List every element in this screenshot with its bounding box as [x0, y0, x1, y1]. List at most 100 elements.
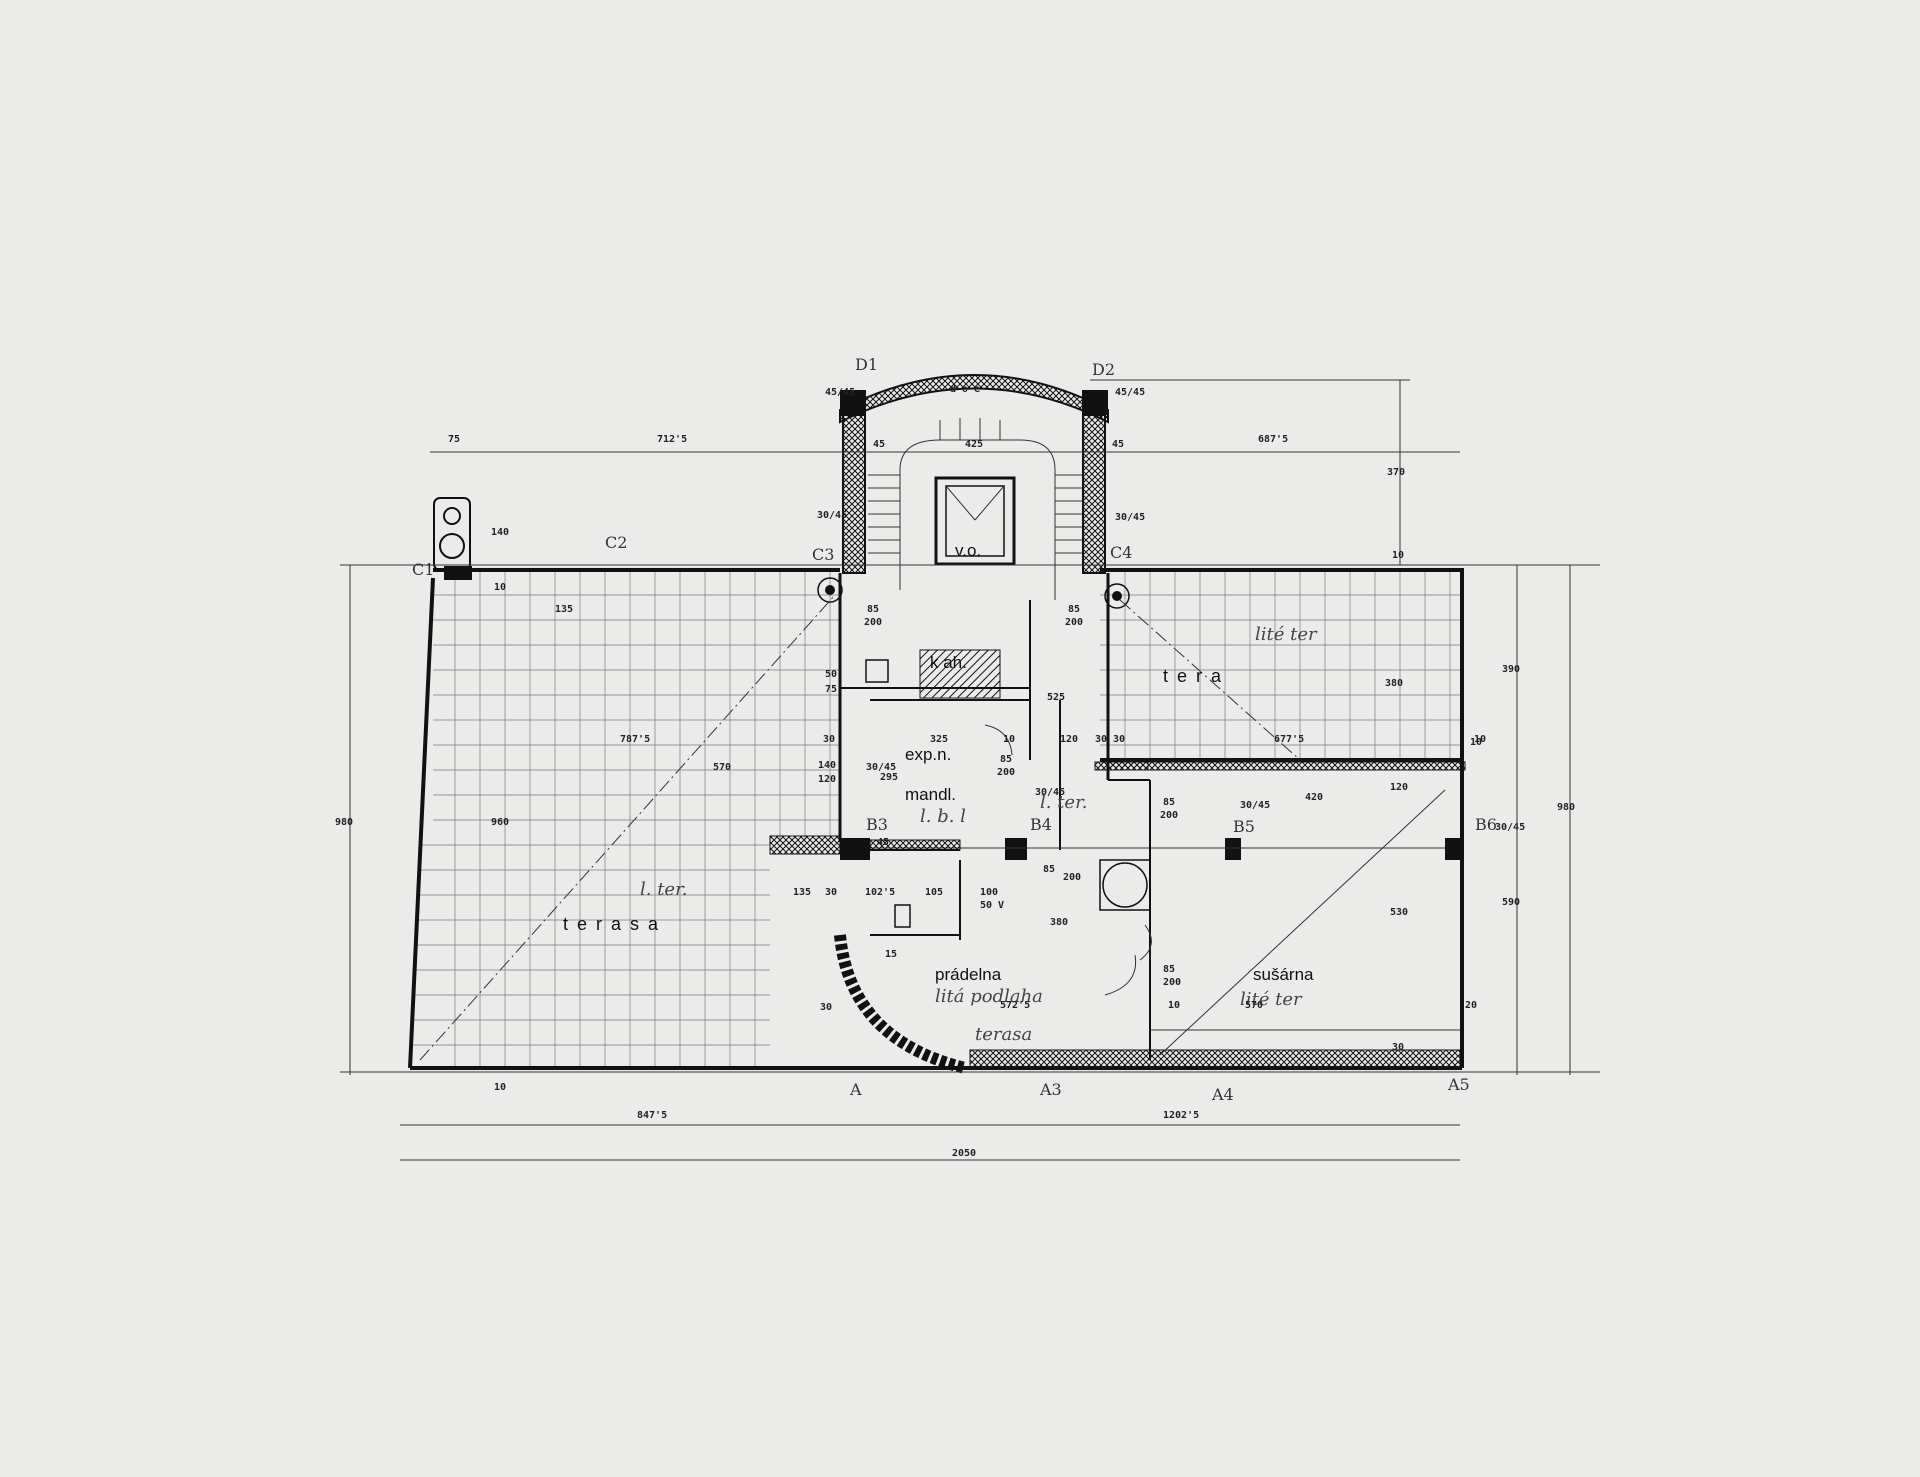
- note-lite-ter-right: lité ter: [1240, 989, 1303, 1010]
- dim-295: 295: [880, 772, 898, 783]
- axis-b5: B5: [1233, 817, 1255, 836]
- room-susarna: sušárna: [1253, 965, 1314, 984]
- dim-bot-2050: 2050: [952, 1148, 976, 1159]
- dim-380b: 380: [1050, 917, 1068, 928]
- dim-top-425: 425: [965, 439, 983, 450]
- dim-50: 50: [825, 669, 837, 680]
- dim-10: 10: [1003, 734, 1015, 745]
- axis-c4: C4: [1110, 543, 1132, 562]
- dim-120b: 120: [1390, 782, 1408, 793]
- dim-30c: 30: [825, 887, 837, 898]
- section-b6: 30/45: [1495, 822, 1525, 833]
- dimension-lines: [340, 379, 1600, 1161]
- dim-200d: 200: [1160, 810, 1178, 821]
- dim-30f: 30: [1095, 734, 1107, 745]
- dim-200a: 200: [864, 617, 882, 628]
- handwritten-notes: l. ter. l. ter. lité ter lité ter litá p…: [640, 624, 1318, 1045]
- dim-1025: 102'5: [865, 887, 895, 898]
- section-b5: 30/45: [1240, 800, 1270, 811]
- note-lita-pradelna: litá podlaha: [935, 986, 1043, 1007]
- section-c4: 30/45: [1115, 512, 1145, 523]
- section-b4: 30/45: [1035, 787, 1065, 798]
- axis-a: A: [849, 1080, 862, 1099]
- section-d2: 45/45: [1115, 387, 1145, 398]
- dim-380: 380: [1385, 678, 1403, 689]
- dim-right-370: 370: [1387, 467, 1405, 478]
- room-expn: exp.n.: [905, 745, 951, 764]
- dim-200f: 200: [1163, 977, 1181, 988]
- dim-left-980: 980: [335, 817, 353, 828]
- central-core: [769, 573, 1461, 1074]
- room-kah: k ah.: [930, 653, 967, 672]
- dim-left-135: 135: [555, 604, 573, 615]
- dim-570: 570: [713, 762, 731, 773]
- dim-top-75: 75: [448, 434, 460, 445]
- axis-d2: D2: [1092, 360, 1115, 379]
- dim-30d: 30: [820, 1002, 832, 1013]
- dim-right-980: 980: [1557, 802, 1575, 813]
- diagonal-lines: [419, 594, 1446, 1061]
- room-doe: d o e: [950, 384, 980, 395]
- room-vo: v.o.: [955, 541, 981, 560]
- axis-b4: B4: [1030, 815, 1052, 834]
- dim-570b: 570: [1245, 1000, 1263, 1011]
- terrace-grid-left: [410, 570, 840, 1068]
- room-terasa-left: terasa: [563, 914, 667, 934]
- dim-135: 135: [793, 887, 811, 898]
- dim-30a: 30: [823, 734, 835, 745]
- dim-420: 420: [1305, 792, 1323, 803]
- dim-200e: 200: [1063, 872, 1081, 883]
- dim-120c: 120: [818, 774, 836, 785]
- dim-10d: 10: [1392, 550, 1404, 561]
- dim-45: 45: [877, 837, 889, 848]
- room-terasa-right: tera: [1163, 666, 1230, 686]
- dim-bot-8475: 847'5: [637, 1110, 667, 1121]
- column-c1-element: [433, 497, 472, 580]
- dim-left-10: 10: [494, 582, 506, 593]
- section-b3: 30/45: [866, 762, 896, 773]
- dim-20: 20: [1465, 1000, 1477, 1011]
- axis-b6: B6: [1475, 815, 1497, 834]
- note-lter-left: l. ter.: [640, 879, 687, 900]
- stair-treads: [868, 418, 1082, 554]
- dim-top-45a: 45: [873, 439, 885, 450]
- dim-140: 140: [818, 760, 836, 771]
- stair-tower: [839, 374, 1109, 600]
- dim-75: 75: [825, 684, 837, 695]
- dim-30b: 30: [1113, 734, 1125, 745]
- dim-left-140: 140: [491, 527, 509, 538]
- dim-85b: 85: [1068, 604, 1080, 615]
- dim-top-6875: 687'5: [1258, 434, 1288, 445]
- dim-top-7125: 712'5: [657, 434, 687, 445]
- dim-30e: 30: [1392, 1042, 1404, 1053]
- dim-100: 100: [980, 887, 998, 898]
- axis-d1: D1: [855, 355, 878, 374]
- axis-a5: A5: [1447, 1075, 1470, 1094]
- section-c3: 30/45: [817, 510, 847, 521]
- room-pradelna: prádelna: [935, 965, 1002, 984]
- dim-200b: 200: [1065, 617, 1083, 628]
- dim-left-10b: 10: [494, 1082, 506, 1093]
- dim-5725: 572'5: [1000, 1000, 1030, 1011]
- dim-200c: 200: [997, 767, 1015, 778]
- dim-15: 15: [885, 949, 897, 960]
- dim-10b: 10: [1168, 1000, 1180, 1011]
- dim-85d: 85: [1163, 797, 1175, 808]
- dim-50v: 50 V: [980, 900, 1004, 911]
- axis-a4: A4: [1211, 1085, 1234, 1104]
- dim-325: 325: [930, 734, 948, 745]
- axis-a3: A3: [1039, 1080, 1062, 1099]
- dim-7875: 787'5: [620, 734, 650, 745]
- note-terasa-bottom: terasa: [975, 1024, 1032, 1045]
- dim-525: 525: [1047, 692, 1065, 703]
- dim-right-390: 390: [1502, 664, 1520, 675]
- dim-120a: 120: [1060, 734, 1078, 745]
- note-lite-ter-top: lité ter: [1255, 624, 1318, 645]
- dim-6775: 677'5: [1274, 734, 1304, 745]
- dim-top-45b: 45: [1112, 439, 1124, 450]
- dimension-texts: 75 712'5 687'5 45 425 45 847'5 1202'5 20…: [335, 434, 1575, 1159]
- section-d1: 45/45: [825, 387, 855, 398]
- dim-530: 530: [1390, 907, 1408, 918]
- room-mandl: mandl.: [905, 785, 956, 804]
- dim-left-960: 960: [491, 817, 509, 828]
